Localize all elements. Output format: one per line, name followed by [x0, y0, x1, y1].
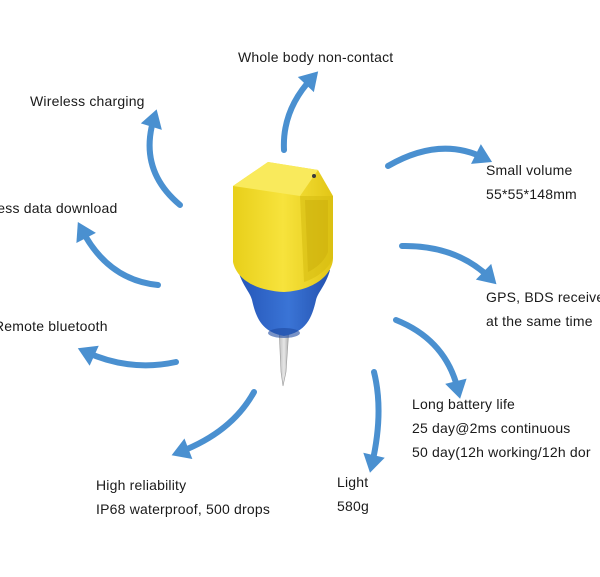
battery-line-2: 50 day(12h working/12h dor: [412, 444, 591, 460]
arrows-group: [76, 71, 497, 473]
label-small-volume: Small volume 55*55*148mm: [486, 158, 577, 206]
battery-title: Long battery life: [412, 396, 516, 412]
arrow-high-reliability: [171, 389, 257, 460]
gps-line-1: GPS, BDS receive: [486, 289, 600, 305]
small-volume-title: Small volume: [486, 162, 573, 178]
battery-line-1: 25 day@2ms continuous: [412, 420, 571, 436]
arrow-battery: [393, 317, 467, 399]
arrow-remote-bluetooth: [77, 345, 179, 369]
label-gps: GPS, BDS receive at the same time: [486, 285, 600, 333]
label-remote-bluetooth: Remote bluetooth: [0, 318, 108, 334]
label-whole-body: Whole body non-contact: [238, 49, 394, 65]
arrow-light: [363, 369, 385, 473]
arrow-whole-body: [280, 71, 319, 153]
arrow-small-volume: [385, 144, 493, 169]
label-high-reliability: High reliability IP68 waterproof, 500 dr…: [96, 473, 270, 521]
high-reliability-title: High reliability: [96, 477, 187, 493]
label-wireless-data: eless data download: [0, 200, 118, 216]
arrow-gps: [399, 242, 497, 285]
device-illustration: [233, 162, 333, 387]
light-title: Light: [337, 474, 369, 490]
label-battery: Long battery life 25 day@2ms continuous …: [412, 392, 591, 464]
high-reliability-detail: IP68 waterproof, 500 drops: [96, 501, 271, 517]
small-volume-detail: 55*55*148mm: [486, 186, 577, 202]
label-light: Light 580g: [337, 470, 369, 518]
arrow-wireless-data: [76, 222, 161, 288]
gps-line-2: at the same time: [486, 313, 593, 329]
arrow-wireless-charging: [140, 109, 183, 208]
light-detail: 580g: [337, 498, 369, 514]
label-wireless-charging: Wireless charging: [30, 93, 145, 109]
